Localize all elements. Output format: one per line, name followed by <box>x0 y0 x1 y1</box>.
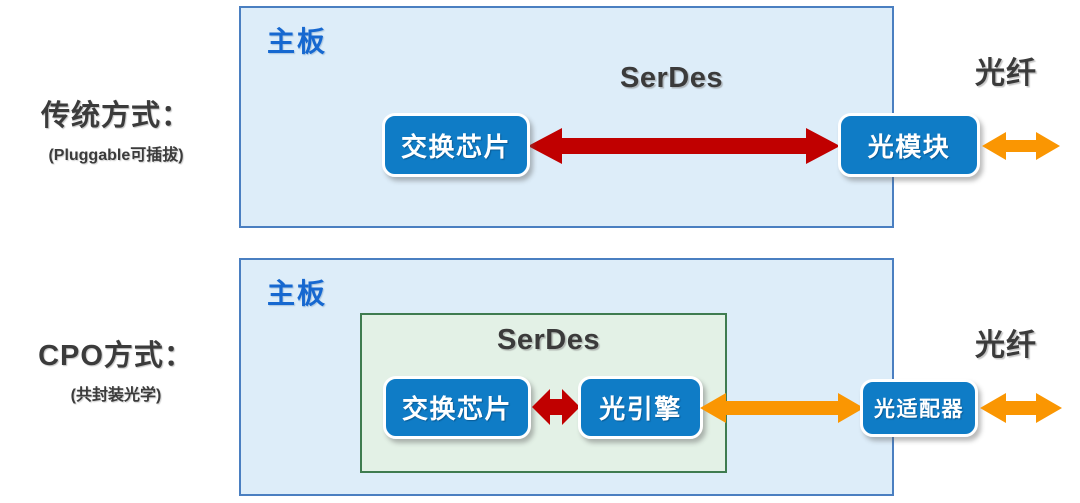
arrow-fiber-link-traditional <box>982 131 1060 161</box>
row-label-traditional-main: 传统方式： <box>40 100 191 132</box>
fiber-label-cpo: 光纤 <box>975 329 1037 362</box>
row-label-cpo-sub: (共封装光学) <box>70 387 162 404</box>
panel-title-motherboard-2: 主板 <box>267 278 328 309</box>
serdes-label-cpo: SerDes <box>497 324 600 356</box>
box-switch-chip-cpo[interactable]: 交换芯片 <box>383 376 531 439</box>
box-switch-chip-traditional-label: 交换芯片 <box>400 131 511 162</box>
box-optical-adapter-label: 光适配器 <box>874 398 964 421</box>
box-optical-adapter[interactable]: 光适配器 <box>860 379 978 437</box>
row-label-cpo: CPO方式： (共封装光学) <box>0 332 232 405</box>
box-switch-chip-traditional[interactable]: 交换芯片 <box>382 113 530 177</box>
box-optical-module[interactable]: 光模块 <box>838 113 980 177</box>
row-label-cpo-main: CPO方式： <box>38 340 194 372</box>
arrow-engine-adapter-link <box>700 392 864 424</box>
arrow-adapter-fiber-link <box>980 392 1062 424</box>
box-switch-chip-cpo-label: 交换芯片 <box>401 394 512 424</box>
box-optical-engine[interactable]: 光引擎 <box>578 376 703 439</box>
arrow-serdes-link-traditional <box>528 126 840 166</box>
serdes-label-traditional: SerDes <box>620 62 723 94</box>
box-optical-module-label: 光模块 <box>867 131 951 162</box>
box-optical-engine-label: 光引擎 <box>599 394 682 424</box>
arrow-serdes-link-cpo <box>532 386 580 428</box>
motherboard-panel-traditional: 主板 <box>239 6 894 228</box>
row-label-traditional: 传统方式： (Pluggable可插拔) <box>0 92 232 165</box>
fiber-label-traditional: 光纤 <box>975 57 1037 90</box>
row-label-traditional-sub: (Pluggable可插拔) <box>48 147 184 164</box>
panel-title-motherboard-1: 主板 <box>267 26 328 57</box>
